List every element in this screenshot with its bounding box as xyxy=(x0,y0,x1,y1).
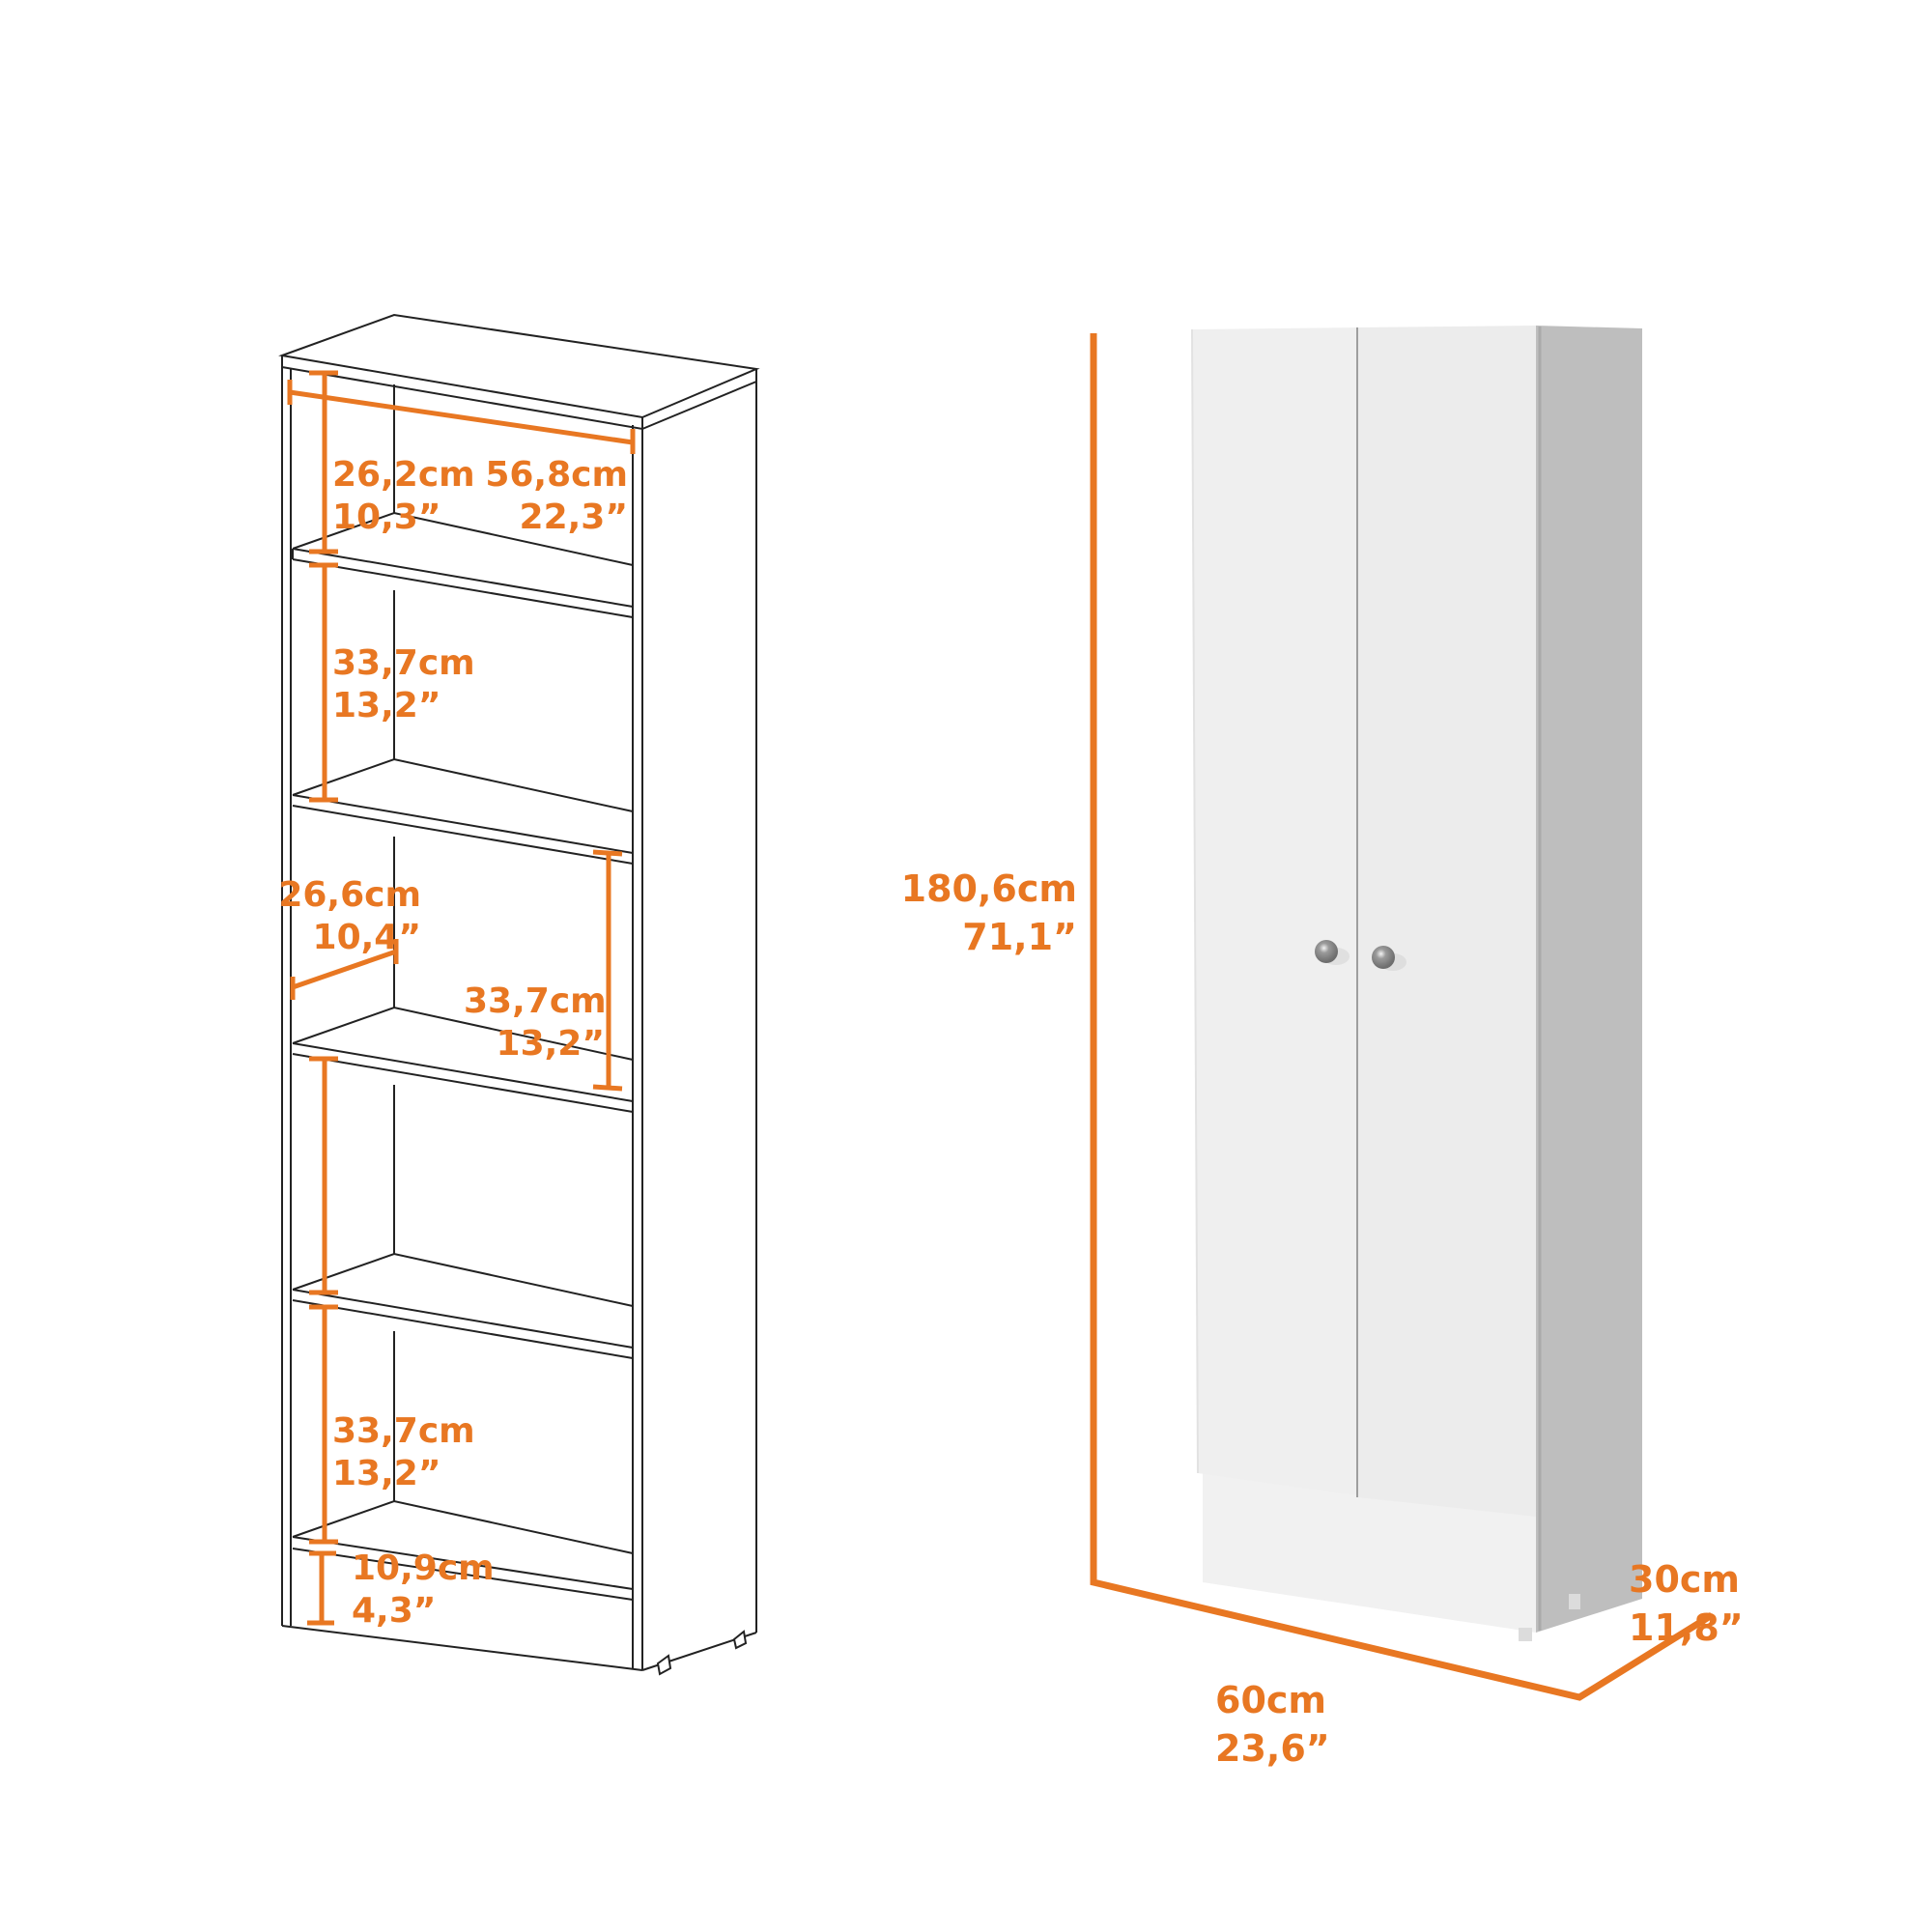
dim-in: 71,1” xyxy=(962,916,1077,958)
dim-cm: 56,8cm xyxy=(485,455,628,495)
dim-section5-height: 33,7cm 13,2” xyxy=(332,1410,475,1495)
dim-section3-height: 33,7cm 13,2” xyxy=(464,980,607,1065)
dim-cabinet-depth: 30cm 11,8” xyxy=(1629,1555,1744,1652)
dim-cm: 180,6cm xyxy=(900,867,1077,910)
dim-in: 4,3” xyxy=(352,1591,437,1631)
dim-cabinet-width: 60cm 23,6” xyxy=(1215,1676,1330,1773)
dim-section2-height: 33,7cm 13,2” xyxy=(332,642,475,727)
dim-in: 13,2” xyxy=(332,686,441,725)
dim-in: 13,2” xyxy=(496,1024,605,1064)
dim-in: 23,6” xyxy=(1215,1727,1330,1770)
dim-inner-width: 56,8cm 22,3” xyxy=(483,454,628,539)
dim-shelf-depth: 26,6cm 10,4” xyxy=(278,874,421,959)
dim-top-section-height: 26,2cm 10,3” xyxy=(332,454,475,539)
dim-in: 10,3” xyxy=(332,497,441,537)
dim-cm: 26,6cm xyxy=(278,875,421,915)
dim-in: 11,8” xyxy=(1629,1606,1744,1649)
dim-cm: 26,2cm xyxy=(332,455,475,495)
dim-in: 13,2” xyxy=(332,1454,441,1493)
dim-base-height: 10,9cm 4,3” xyxy=(352,1548,495,1633)
dim-cm: 60cm xyxy=(1215,1679,1327,1721)
door-knob-left-icon xyxy=(1315,940,1350,965)
dim-cabinet-height: 180,6cm 71,1” xyxy=(869,865,1077,961)
dim-cm: 33,7cm xyxy=(464,981,607,1021)
dim-cm: 30cm xyxy=(1629,1558,1741,1601)
dim-cm: 10,9cm xyxy=(352,1548,495,1588)
dim-in: 22,3” xyxy=(519,497,628,537)
dim-cm: 33,7cm xyxy=(332,643,475,683)
door-knob-right-icon xyxy=(1372,946,1406,971)
dim-cm: 33,7cm xyxy=(332,1411,475,1451)
dim-in: 10,4” xyxy=(312,918,421,957)
